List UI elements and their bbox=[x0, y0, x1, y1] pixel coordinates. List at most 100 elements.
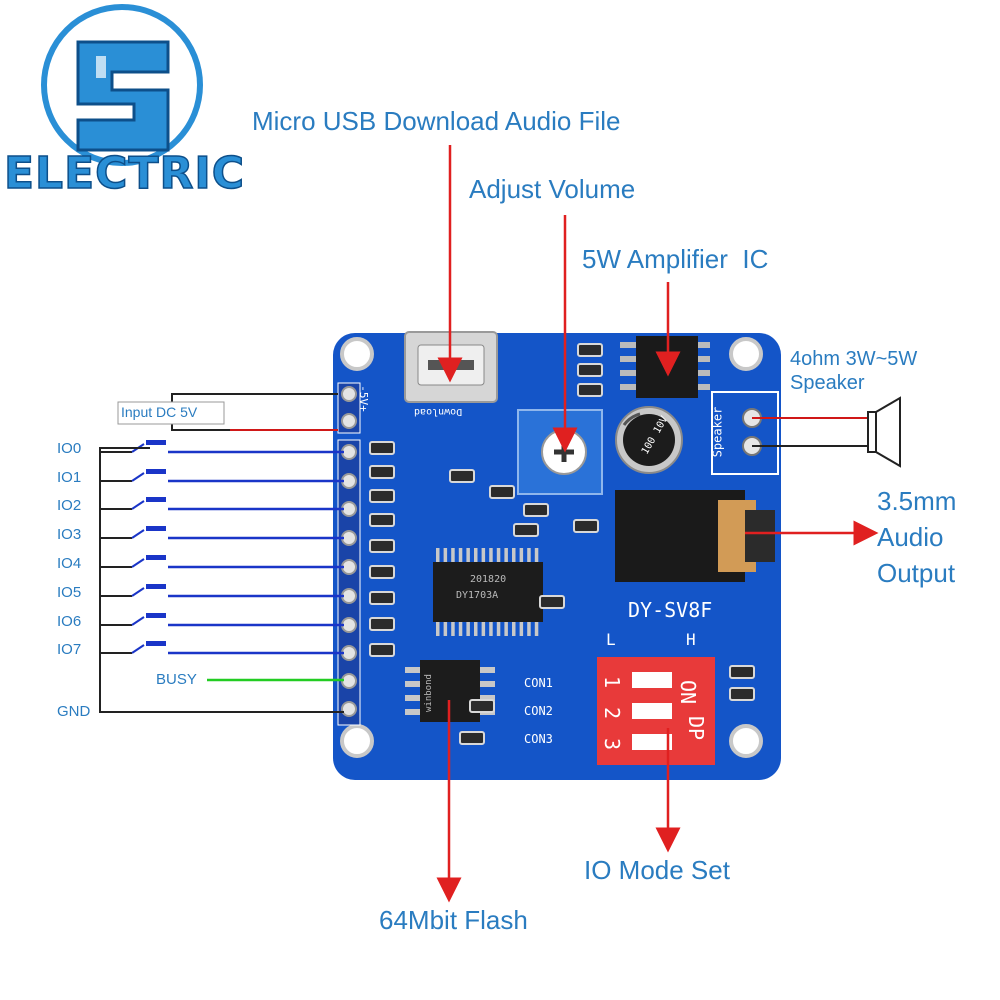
main-chip-code: 201820 bbox=[470, 574, 507, 585]
io-label: IO1 bbox=[57, 469, 82, 486]
io-label: IO2 bbox=[57, 497, 82, 514]
dip-number-3: 3 bbox=[600, 737, 625, 751]
io-button-lever bbox=[131, 558, 145, 568]
smd-component bbox=[573, 519, 599, 533]
header-pin bbox=[341, 473, 357, 489]
callout-usb: Micro USB Download Audio File bbox=[252, 106, 621, 136]
io-label: IO4 bbox=[57, 555, 82, 572]
flash-chip-label: winbond bbox=[424, 674, 434, 712]
electrolytic-capacitor bbox=[615, 406, 683, 474]
logo-emblem-icon bbox=[41, 4, 203, 166]
callout-arrows bbox=[436, 145, 879, 903]
level-high-label: H bbox=[686, 630, 696, 649]
push-button-icon bbox=[146, 497, 166, 502]
chip-pin bbox=[436, 548, 440, 562]
callout-audio-line2: Audio bbox=[877, 522, 944, 552]
chip-pin bbox=[466, 622, 470, 636]
smd-component bbox=[449, 469, 475, 483]
smd-component bbox=[369, 643, 395, 657]
power-wires bbox=[117, 393, 338, 431]
callout-speaker-line1: 4ohm 3W~5W bbox=[790, 348, 918, 370]
level-low-label: L bbox=[606, 630, 616, 649]
audio-jack bbox=[615, 490, 775, 582]
dip-number-2: 2 bbox=[600, 706, 625, 720]
chip-pin bbox=[534, 622, 539, 636]
dip-number-1: 1 bbox=[600, 675, 625, 689]
smd-component bbox=[577, 363, 603, 377]
header-pin bbox=[341, 413, 357, 429]
push-button-icon bbox=[146, 584, 166, 589]
chip-pin bbox=[527, 622, 531, 636]
callout-audio-line1: 3.5mm bbox=[877, 486, 957, 516]
smd-component bbox=[369, 441, 395, 455]
board-model-label: DY-SV8F bbox=[628, 598, 713, 622]
io-label: IO7 bbox=[57, 641, 82, 658]
smd-component bbox=[369, 539, 395, 553]
push-button-icon bbox=[146, 526, 166, 531]
smd-component bbox=[729, 687, 755, 701]
push-button-icon bbox=[146, 440, 166, 445]
gnd-label: GND bbox=[57, 703, 91, 720]
chip-pin bbox=[512, 548, 516, 562]
chip-pin bbox=[474, 548, 478, 562]
power-input-label: Input DC 5V bbox=[121, 404, 198, 420]
smd-component bbox=[523, 503, 549, 517]
con3-label: CON3 bbox=[524, 732, 553, 746]
smd-component bbox=[369, 591, 395, 605]
smd-component bbox=[729, 665, 755, 679]
io-label: IO0 bbox=[57, 440, 82, 457]
push-button-icon bbox=[146, 555, 166, 560]
smd-component bbox=[369, 617, 395, 631]
smd-component bbox=[469, 699, 495, 713]
chip-pin bbox=[496, 548, 501, 562]
smd-component bbox=[369, 565, 395, 579]
chip-pin bbox=[512, 622, 516, 636]
callout-speaker-line2: Speaker bbox=[790, 372, 865, 394]
callout-flash: 64Mbit Flash bbox=[379, 905, 528, 935]
chip-pin bbox=[481, 548, 486, 562]
speaker-terminal bbox=[711, 391, 779, 475]
chip-pin bbox=[443, 548, 448, 562]
chip-pin bbox=[458, 548, 463, 562]
con1-label: CON1 bbox=[524, 676, 553, 690]
chip-pin bbox=[481, 622, 486, 636]
callout-io-mode: IO Mode Set bbox=[584, 855, 730, 885]
speaker-silk-label: Speaker bbox=[710, 406, 725, 458]
push-button-icon bbox=[146, 613, 166, 618]
io-label: IO5 bbox=[57, 584, 82, 601]
busy-label: BUSY bbox=[156, 671, 197, 688]
gnd-wire bbox=[99, 447, 344, 713]
chip-pin bbox=[466, 548, 470, 562]
header-pin bbox=[341, 444, 357, 460]
callout-volume: Adjust Volume bbox=[469, 174, 636, 204]
chip-pin bbox=[451, 548, 455, 562]
header-pin bbox=[341, 530, 357, 546]
speaker-icon bbox=[752, 396, 901, 468]
power-silk-label: -5V+ bbox=[356, 385, 370, 412]
chip-pin bbox=[489, 548, 493, 562]
chip-pin bbox=[504, 622, 508, 636]
push-button-icon bbox=[146, 469, 166, 474]
smd-component bbox=[369, 489, 395, 503]
push-button-icon bbox=[146, 641, 166, 646]
chip-pin bbox=[443, 622, 448, 636]
smd-component bbox=[459, 731, 485, 745]
smd-component bbox=[513, 523, 539, 537]
smd-component bbox=[369, 465, 395, 479]
volume-potentiometer bbox=[517, 409, 603, 495]
chip-pin bbox=[527, 548, 531, 562]
dip-switch bbox=[597, 657, 715, 765]
smd-component bbox=[577, 383, 603, 397]
header-pin bbox=[341, 386, 357, 402]
smd-component bbox=[539, 595, 565, 609]
io-button-lever bbox=[131, 644, 145, 654]
header-pin bbox=[341, 501, 357, 517]
download-silk-label: Download bbox=[414, 406, 463, 417]
io-button-lever bbox=[131, 616, 145, 626]
header-pin bbox=[341, 673, 357, 689]
main-chip-label: DY1703A bbox=[456, 590, 499, 601]
chip-pin bbox=[534, 548, 539, 562]
chip-pin bbox=[474, 622, 478, 636]
smd-component bbox=[369, 513, 395, 527]
